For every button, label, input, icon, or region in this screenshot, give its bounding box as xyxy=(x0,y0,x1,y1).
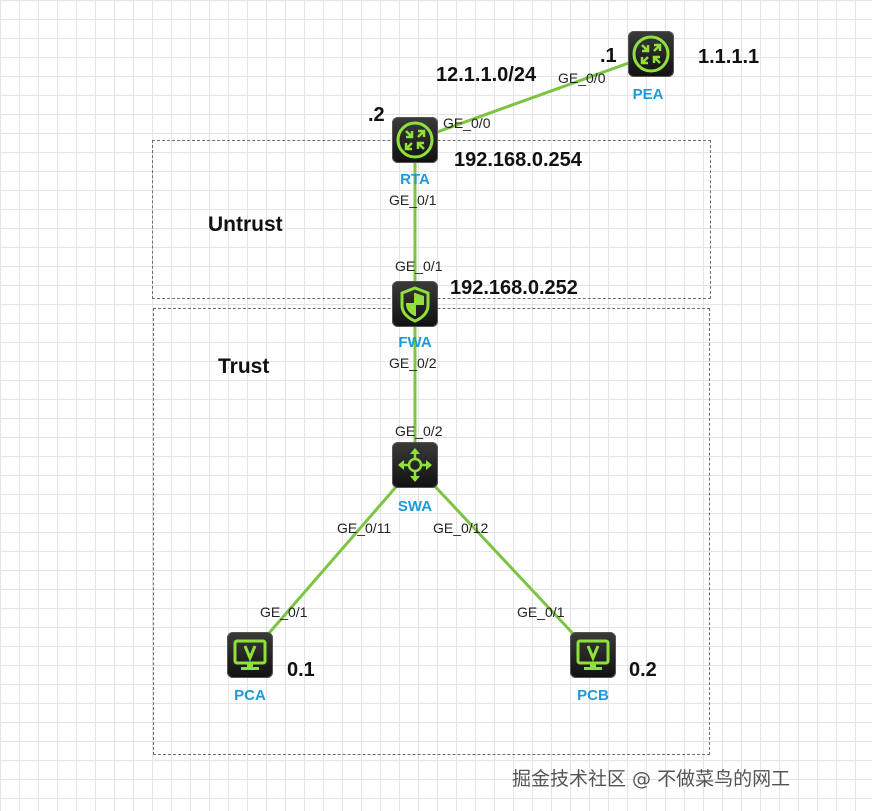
router-icon xyxy=(632,35,670,73)
port-pca-ge1: GE_0/1 xyxy=(260,604,308,620)
pca-label: PCA xyxy=(234,687,266,704)
port-swa-ge2: GE_0/2 xyxy=(395,423,443,439)
link-swa-pcb xyxy=(413,463,595,657)
addr-fwa-lan: 192.168.0.252 xyxy=(450,277,578,299)
swa-switch[interactable] xyxy=(392,442,438,488)
rta-router[interactable] xyxy=(392,117,438,163)
pc-monitor-icon xyxy=(576,639,610,670)
router-icon xyxy=(396,121,434,159)
fwa-label: FWA xyxy=(398,334,432,351)
addr-pea-loopback: 1.1.1.1 xyxy=(698,46,760,68)
addr-pca-host: 0.1 xyxy=(287,659,315,681)
port-rta-ge1: GE_0/1 xyxy=(389,192,437,208)
pea-router[interactable] xyxy=(628,31,674,77)
addr-rta-lan: 192.168.0.254 xyxy=(454,149,582,171)
addr-pea-host: .1 xyxy=(600,45,617,67)
rta-label: RTA xyxy=(400,171,430,188)
port-swa-ge12: GE_0/12 xyxy=(433,520,489,536)
pc-monitor-icon xyxy=(233,639,267,670)
addr-link-subnet: 12.1.1.0/24 xyxy=(436,64,537,86)
trust-zone-label: Trust xyxy=(218,355,270,378)
link-swa-pca xyxy=(248,464,417,656)
port-pea-ge0: GE_0/0 xyxy=(558,70,606,86)
port-swa-ge11: GE_0/11 xyxy=(337,520,392,536)
swa-label: SWA xyxy=(397,498,433,515)
firewall-icon xyxy=(400,286,430,323)
port-pcb-ge1: GE_0/1 xyxy=(517,604,565,620)
port-fwa-ge1: GE_0/1 xyxy=(395,258,443,274)
untrust-zone-label: Untrust xyxy=(208,213,283,236)
fwa-firewall[interactable] xyxy=(392,281,438,327)
switch-icon xyxy=(398,448,432,482)
pca-pc[interactable] xyxy=(227,632,273,678)
port-rta-ge0: GE_0/0 xyxy=(443,115,491,131)
watermark-text: 掘金技术社区 @ 不做菜鸟的网工 xyxy=(512,768,791,790)
link-pea-rta xyxy=(414,53,652,142)
pcb-label: PCB xyxy=(577,687,609,704)
addr-rta-host: .2 xyxy=(368,104,385,126)
port-fwa-ge2: GE_0/2 xyxy=(389,355,437,371)
pcb-pc[interactable] xyxy=(570,632,616,678)
pea-label: PEA xyxy=(632,86,664,103)
addr-pcb-host: 0.2 xyxy=(629,659,657,681)
